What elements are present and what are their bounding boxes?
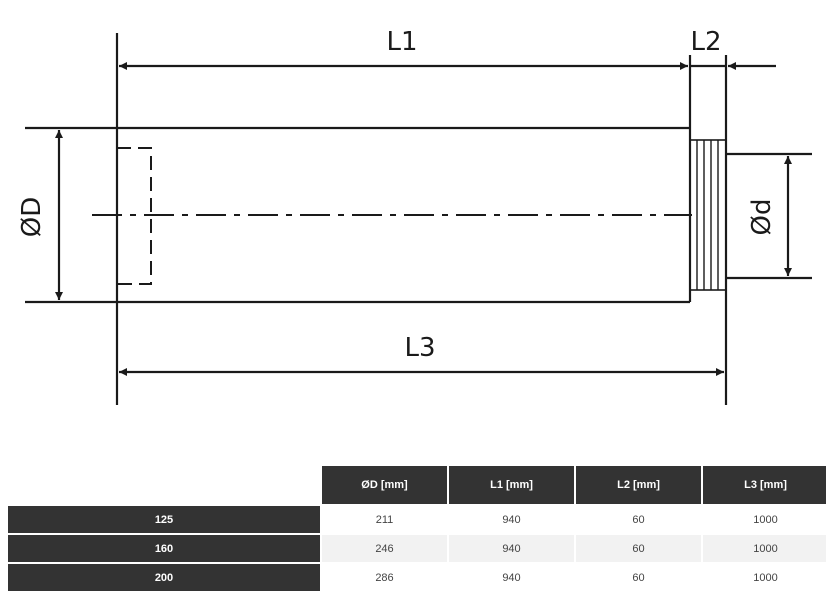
l2-label: L2 — [690, 27, 721, 57]
table-row: 200 286 940 60 1000 — [8, 564, 826, 591]
l3-label: L3 — [404, 333, 435, 363]
table-cell: 940 — [449, 535, 574, 562]
outer-diameter-label: ØD — [17, 197, 47, 238]
table-cell: 286 — [322, 564, 447, 591]
table-cell: 60 — [576, 535, 701, 562]
table-cell: 940 — [449, 564, 574, 591]
inner-diameter-label: Ød — [747, 199, 777, 236]
table-cell: 940 — [449, 506, 574, 533]
table-header-row: ØD [mm] L1 [mm] L2 [mm] L3 [mm] — [8, 466, 826, 504]
table-row: 160 246 940 60 1000 — [8, 535, 826, 562]
column-header-l2: L2 [mm] — [576, 466, 701, 504]
column-header-outer-diameter: ØD [mm] — [322, 466, 447, 504]
table-cell: 60 — [576, 564, 701, 591]
table-corner — [8, 466, 320, 504]
table-cell: 1000 — [703, 506, 826, 533]
row-header: 200 — [8, 564, 320, 591]
row-header: 125 — [8, 506, 320, 533]
row-header: 160 — [8, 535, 320, 562]
column-header-l1: L1 [mm] — [449, 466, 574, 504]
table-cell: 60 — [576, 506, 701, 533]
table-row: 125 211 940 60 1000 — [8, 506, 826, 533]
dimensions-table: ØD [mm] L1 [mm] L2 [mm] L3 [mm] 125 211 … — [6, 464, 826, 593]
table-cell: 1000 — [703, 535, 826, 562]
spigot — [689, 139, 727, 291]
table-cell: 1000 — [703, 564, 826, 591]
column-header-l3: L3 [mm] — [703, 466, 826, 504]
technical-drawing: L1 L2 L3 ØD Ød — [17, 27, 812, 405]
table-cell: 246 — [322, 535, 447, 562]
l1-label: L1 — [386, 27, 417, 57]
table-cell: 211 — [322, 506, 447, 533]
